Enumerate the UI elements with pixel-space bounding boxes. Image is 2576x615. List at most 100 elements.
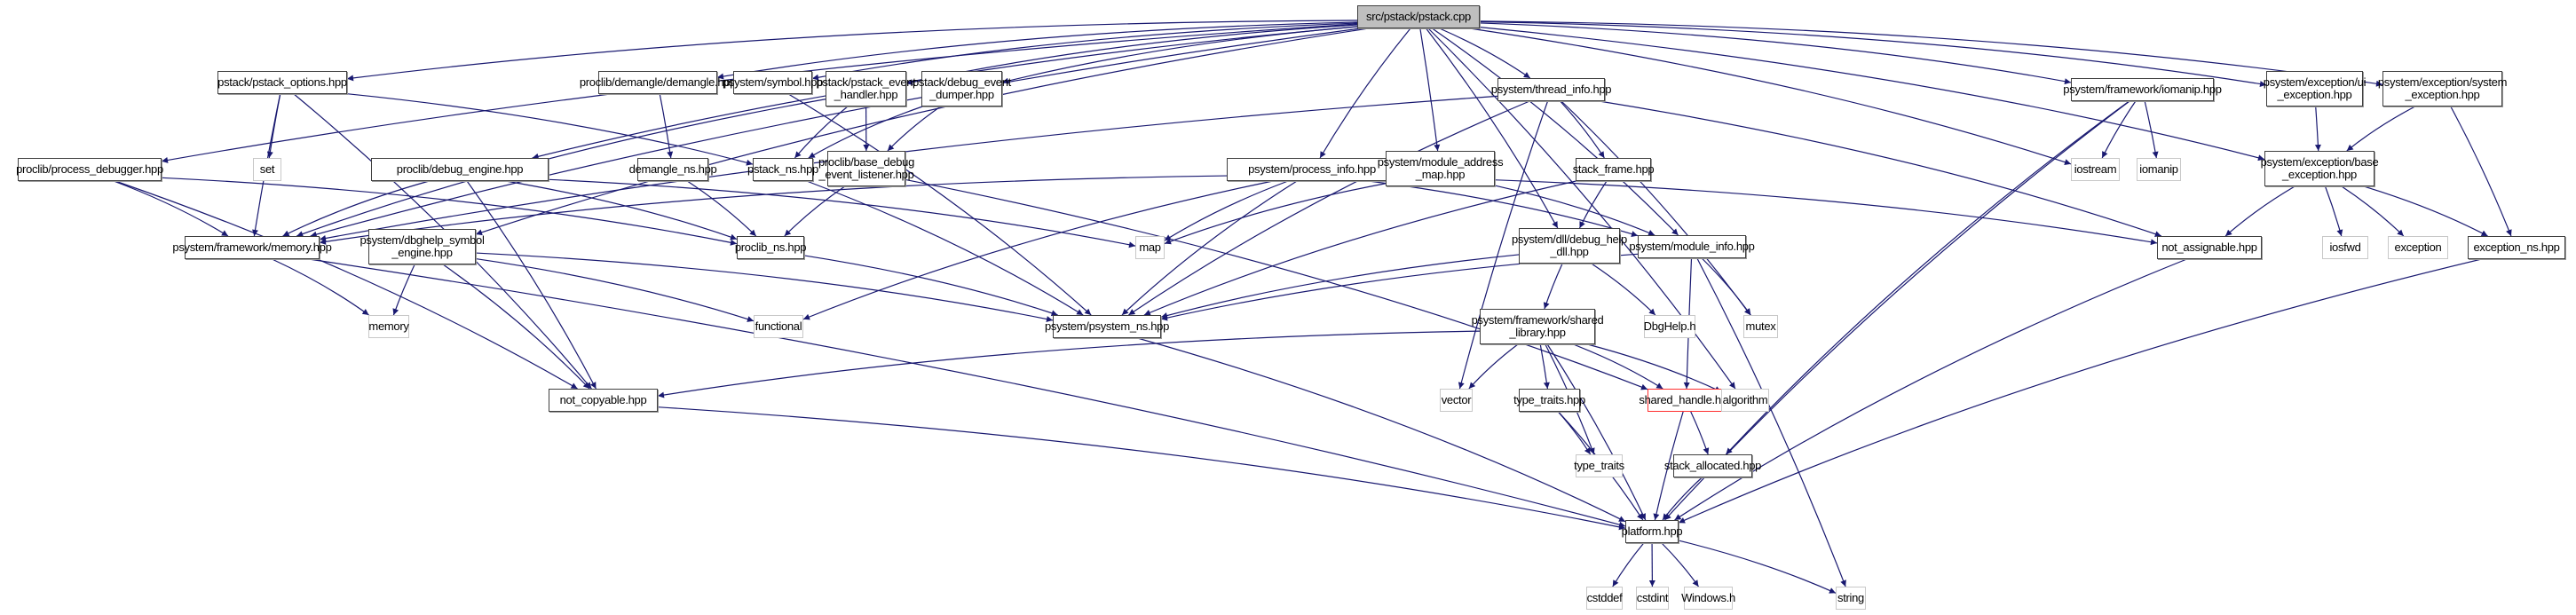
node-demangle[interactable]: proclib/demangle/demangle.hpp: [580, 71, 736, 94]
edge-debug_help_dll-to-psystem_ns: [1160, 254, 1520, 319]
edge-thread_info-to-not_assignable: [1599, 100, 2162, 238]
node-pstack-options[interactable]: pstack/pstack_options.hpp: [217, 71, 347, 94]
node-pstack-event-handler[interactable]: pstack/pstack_event _handler.hpp: [816, 71, 916, 106]
edge-iomanip_hpp-to-iostream: [2101, 100, 2137, 159]
edge-root-to-process_debugger: [161, 23, 1358, 163]
edge-proclib_ns-to-psystem_ns: [803, 255, 1058, 317]
edge-root-to-thread_info: [1439, 28, 1531, 79]
edge-debug_event_dumper-to-base_debug_event_listener: [887, 106, 941, 152]
node-iosfwd: iosfwd: [2322, 236, 2368, 259]
edge-pstack_options-to-pstack_ns: [346, 93, 754, 166]
edge-root-to-module_info: [1432, 28, 1679, 236]
node-memory-hpp[interactable]: psystem/framework/memory.hpp: [172, 236, 332, 259]
node-cstdint: cstdint: [1636, 587, 1669, 610]
edge-debug_engine-to-proclib_ns: [505, 180, 738, 240]
edge-memory_hpp-to-memory: [272, 258, 369, 316]
node-root: src/pstack/pstack.cpp: [1357, 5, 1480, 28]
node-demangle-ns[interactable]: demangle_ns.hpp: [629, 158, 717, 181]
edge-symbol-to-psystem_ns: [787, 93, 1092, 316]
node-exception: exception: [2388, 236, 2448, 259]
node-process-debugger[interactable]: proclib/process_debugger.hpp: [16, 158, 163, 181]
node-dbghelp-h: DbgHelp.h: [1644, 315, 1696, 338]
edge-pstack_event_handler-to-pstack_ns: [794, 106, 849, 159]
edge-root-to-demangle: [716, 21, 1358, 80]
node-debug-help-dll[interactable]: psystem/dll/debug_help _dll.hpp: [1512, 228, 1627, 264]
edge-demangle-to-demangle_ns: [659, 93, 674, 159]
edge-system_exception-to-exception_ns: [2450, 106, 2512, 237]
node-type-traits-hpp[interactable]: type_traits.hpp: [1513, 389, 1585, 412]
node-shared-library[interactable]: psystem/framework/shared _library.hpp: [1472, 309, 1604, 344]
node-ui-exception[interactable]: psystem/exception/ui _exception.hpp: [2264, 71, 2367, 106]
node-base-exception[interactable]: psystem/exception/base _exception.hpp: [2261, 151, 2379, 186]
edge-dbghelp_symbol_engine-to-not_copyable: [442, 264, 590, 390]
edge-root-to-system_exception: [1479, 20, 2383, 87]
edge-module_info-to-string: [1696, 257, 1846, 587]
edge-shared_handle-to-platform: [1653, 411, 1684, 521]
node-functional: functional: [754, 315, 803, 338]
edge-platform-to-string: [1678, 540, 1837, 594]
node-thread-info[interactable]: psystem/thread_info.hpp: [1491, 78, 1612, 101]
edge-dbghelp_symbol_engine-to-memory: [392, 264, 415, 316]
node-symbol[interactable]: psystem/symbol.hpp: [723, 71, 823, 94]
node-psystem-ns[interactable]: psystem/psystem_ns.hpp: [1045, 315, 1169, 338]
edge-shared_library-to-shared_handle: [1573, 343, 1663, 390]
node-mutex: mutex: [1743, 315, 1778, 338]
node-module-info[interactable]: psystem/module_info.hpp: [1629, 235, 1755, 258]
node-set: set: [253, 158, 281, 181]
node-debug-event-dumper[interactable]: pstack/debug_event _dumper.hpp: [913, 71, 1011, 106]
edge-shared_library-to-not_copyable: [657, 330, 1481, 398]
node-not-assignable[interactable]: not_assignable.hpp: [2157, 236, 2262, 259]
node-system-exception[interactable]: psystem/exception/system _exception.hpp: [2378, 71, 2507, 106]
edge-not_copyable-to-platform: [657, 406, 1626, 531]
node-not-copyable[interactable]: not_copyable.hpp: [549, 389, 658, 412]
edge-iomanip_hpp-to-iomanip: [2144, 100, 2159, 159]
node-stack-allocated[interactable]: stack_allocated.hpp: [1664, 454, 1761, 477]
edge-base_exception-to-exception_ns: [2363, 185, 2488, 237]
node-exception-ns[interactable]: exception_ns.hpp: [2468, 236, 2565, 259]
node-debug-engine[interactable]: proclib/debug_engine.hpp: [371, 158, 549, 181]
node-module-address-map[interactable]: psystem/module_address _map.hpp: [1378, 151, 1504, 186]
edge-debug_engine-to-not_copyable: [466, 180, 597, 390]
node-vector: vector: [1440, 389, 1473, 412]
node-shared-handle[interactable]: shared_handle.hpp: [1639, 389, 1734, 412]
edge-base_debug_event_listener-to-proclib_ns: [784, 185, 846, 237]
edge-ui_exception-to-base_exception: [2314, 106, 2321, 152]
edge-process_info-to-map: [1164, 180, 1289, 241]
edge-exception_ns-to-platform: [1678, 258, 2482, 524]
edge-base_debug_event_listener-to-shared_handle: [905, 178, 1648, 390]
node-process-info[interactable]: psystem/process_info.hpp: [1227, 158, 1397, 181]
edge-shared_library-to-vector: [1468, 343, 1519, 390]
node-proclib-ns[interactable]: proclib_ns.hpp: [735, 236, 806, 259]
edge-process_debugger-to-proclib_ns: [161, 177, 738, 246]
edge-base_exception-to-iosfwd: [2324, 185, 2343, 237]
node-cstddef: cstddef: [1586, 587, 1623, 610]
edge-module_address_map-to-module_info: [1494, 185, 1655, 236]
edge-base_exception-to-exception: [2341, 185, 2405, 237]
node-windows-h: Windows.h: [1681, 587, 1735, 610]
edge-stack_frame-to-psystem_ns: [1143, 180, 1576, 316]
edge-process_info-to-psystem_ns: [1121, 180, 1298, 316]
node-dbghelp-symbol-engine[interactable]: psystem/dbghelp_symbol _engine.hpp: [360, 229, 485, 264]
node-stack-frame[interactable]: stack_frame.hpp: [1573, 158, 1655, 181]
node-iomanip-hpp[interactable]: psystem/framework/iomanip.hpp: [2063, 78, 2222, 101]
edge-debug_help_dll-to-dbghelp_h: [1591, 263, 1656, 316]
edge-root-to-base_exception: [1479, 27, 2265, 162]
edge-process_info-to-memory_hpp: [319, 175, 1228, 245]
edge-debug_event_dumper-to-pstack_ns: [808, 106, 923, 159]
edge-psystem_ns-to-platform: [1137, 337, 1626, 523]
edge-debug_engine-to-memory_hpp: [282, 180, 430, 237]
edge-module_address_map-to-map: [1164, 183, 1387, 245]
node-platform[interactable]: platform.hpp: [1622, 520, 1683, 543]
node-pstack-ns[interactable]: pstack_ns.hpp: [747, 158, 818, 181]
edge-demangle_ns-to-proclib_ns: [686, 180, 757, 237]
edge-process_info-to-functional: [802, 180, 1273, 320]
node-type-traits: type_traits: [1574, 454, 1624, 477]
edge-dbghelp_symbol_engine-to-psystem_ns: [475, 252, 1054, 322]
node-base-debug-event-listener[interactable]: proclib/base_debug _event_listener.hpp: [818, 151, 914, 186]
edge-root-to-ui_exception: [1479, 20, 2267, 87]
edge-root-to-memory_hpp: [310, 28, 1361, 238]
node-algorithm: algorithm: [1721, 389, 1769, 412]
edge-shared_library-to-type_traits_hpp: [1539, 343, 1550, 390]
